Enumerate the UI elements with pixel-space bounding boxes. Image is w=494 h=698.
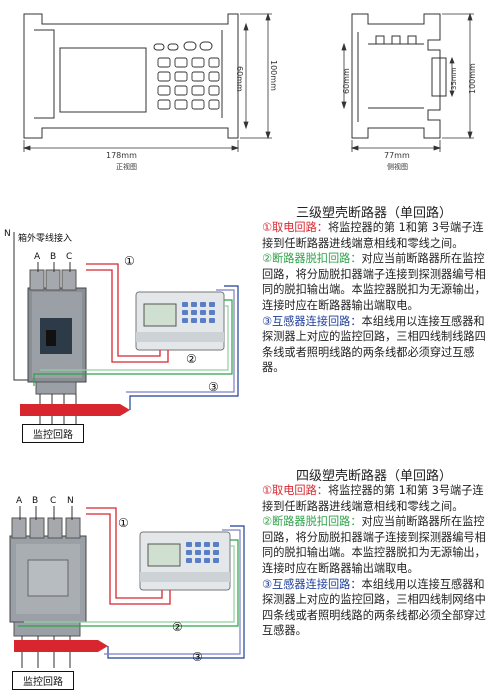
s1-p1-head: ①取电回路：: [262, 221, 328, 234]
circle-1-label-2: ①: [118, 516, 129, 530]
circle-1-label-1: ①: [124, 254, 135, 268]
s1-p2-body: 对应当前断路器所在监控回路，将分励脱扣器端子连接到探测器编号相同的脱扣输出端。本…: [262, 252, 486, 312]
front-keypad: [157, 57, 220, 110]
s2-p3-body: 本组线用以连接互感器和探测器上对应的监控回路，三相四线制网络中四条线或者照明线路…: [262, 577, 486, 638]
section1-title: 三级塑壳断路器（单回路）: [296, 206, 453, 221]
s1-p1-body: 将监控器的第 1和第 3号端子连接到任断路器进线端意相线和零线之间。: [262, 221, 484, 250]
phase-a-label-2: A: [16, 496, 23, 506]
phase-b-label-1: B: [50, 252, 57, 262]
s2-p3-head: ③互感器连接回路：: [262, 577, 362, 591]
side-width-label: 77mm: [384, 151, 410, 160]
phase-c-label-2: C: [50, 496, 57, 506]
s2-p1-body: 将监控器的第 1和第 3号端子连接到任断路器进线端意相线和零线之间。: [262, 484, 484, 513]
section1-description: ①取电回路：将监控器的第 1和第 3号端子连接到任断路器进线端意相线和零线之间。…: [262, 220, 490, 376]
front-view-outline: [23, 13, 239, 139]
section2-description: ①取电回路：将监控器的第 1和第 3号端子连接到任断路器进线端意相线和零线之间。…: [262, 483, 490, 639]
s2-p1-head: ①取电回路：: [262, 484, 328, 497]
circle-2-label-1: ②: [186, 352, 197, 366]
front-dimension-lines: [22, 12, 272, 152]
monitor-circuit-box-1: 监控回路: [22, 424, 84, 443]
circle-2-label-2: ②: [172, 620, 183, 634]
s1-p3-head: ③互感器连接回路：: [262, 314, 362, 328]
phase-a-label-1: A: [34, 252, 41, 262]
front-caption: 正视图: [116, 163, 137, 171]
monitor-circuit-box-2: 监控回路: [12, 671, 74, 690]
side-caption: 侧视图: [387, 163, 408, 171]
s2-p2-head: ②断路器脱扣回路：: [262, 515, 362, 529]
n-label-1: N: [4, 229, 11, 239]
zero-line-label: 箱外零线接入: [18, 234, 73, 244]
phase-n-label-2: N: [67, 496, 74, 506]
phase-b-label-2: B: [32, 496, 39, 506]
circle-3-label-2: ③: [192, 650, 203, 664]
section2-title: 四级塑壳断路器（单回路）: [296, 469, 453, 484]
side-dimension-lines: [341, 12, 474, 152]
s1-p2-head: ②断路器脱扣回路：: [262, 252, 362, 266]
side-view-outline: [351, 13, 447, 139]
phase-c-label-1: C: [66, 252, 73, 262]
front-width-label: 178mm: [106, 151, 137, 160]
s1-p3-body: 本组线用以连接互感器和探测器上对应的监控回路，三相四线制线路四条线或者照明线路的…: [262, 314, 486, 375]
s2-p2-body: 对应当前断路器所在监控回路，将分励脱扣器端子连接到探测器编号相同的脱扣输出端。本…: [262, 515, 486, 575]
circle-3-label-1: ③: [208, 380, 219, 394]
